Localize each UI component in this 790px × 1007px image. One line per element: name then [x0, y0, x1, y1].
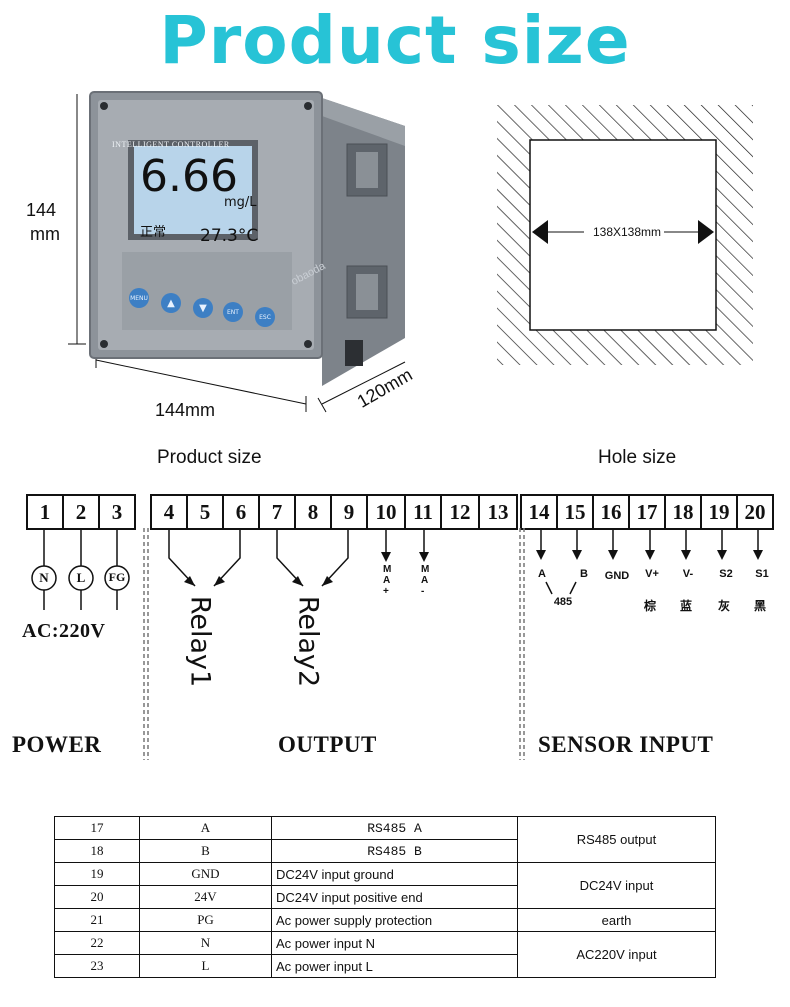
- terminal-group: DC24V input: [517, 862, 716, 909]
- table-row: 22 N Ac power input N AC220V input: [54, 931, 716, 978]
- section-power: POWER: [12, 732, 102, 757]
- sensor-label-gnd: GND: [604, 570, 630, 582]
- sensor-label-a: A: [538, 568, 546, 580]
- enter-button[interactable]: ENT: [227, 308, 239, 316]
- terminal-16: 16: [592, 494, 630, 530]
- terminal-number: 17: [54, 816, 140, 840]
- sensor-label-s1: S1: [755, 568, 769, 580]
- section-output: OUTPUT: [278, 732, 377, 757]
- terminal-11: 11: [404, 494, 442, 530]
- terminal-13: 13: [478, 494, 518, 530]
- terminal-code: N: [139, 931, 272, 955]
- table-row: 21 PG Ac power supply protection earth: [54, 908, 716, 932]
- terminal-number: 22: [54, 931, 140, 955]
- terminal-3: 3: [98, 494, 136, 530]
- terminal-function: DC24V input positive end: [271, 885, 518, 909]
- terminal-function: Ac power input N: [271, 931, 518, 955]
- terminal-10: 10: [366, 494, 406, 530]
- terminal-5: 5: [186, 494, 224, 530]
- terminal-code: GND: [139, 862, 272, 886]
- terminal-20: 20: [736, 494, 774, 530]
- terminal-7: 7: [258, 494, 296, 530]
- relay1-label: Relay1: [184, 595, 216, 688]
- terminal-19: 19: [700, 494, 738, 530]
- terminal-17: 17: [628, 494, 666, 530]
- escape-button[interactable]: ESC: [259, 313, 271, 321]
- ma-plus-label: MA+: [383, 564, 392, 597]
- table-row: 19 GND DC24V input ground DC24V input: [54, 862, 716, 909]
- reading-value: 6.66: [140, 151, 238, 202]
- terminal-function: Ac power input L: [271, 954, 518, 978]
- table-row: 23 L Ac power input L: [54, 954, 716, 978]
- terminal-1: 1: [26, 494, 64, 530]
- power-symbol-l: L: [76, 570, 86, 585]
- terminal-8: 8: [294, 494, 332, 530]
- terminal-6: 6: [222, 494, 260, 530]
- terminal-function: RS485 A: [271, 816, 518, 840]
- device-brand-label: INTELLIGENT CONTROLLER: [112, 140, 230, 149]
- menu-button[interactable]: MENU: [130, 294, 148, 302]
- wire-color-blue: 蓝: [680, 599, 693, 613]
- hole-size-drawing: [497, 105, 753, 365]
- terminal-14: 14: [520, 494, 558, 530]
- terminal-code: L: [139, 954, 272, 978]
- caption-product-size: Product size: [157, 447, 262, 468]
- terminal-4: 4: [150, 494, 188, 530]
- up-button[interactable]: ▲: [167, 297, 175, 309]
- sensor-485-label: 485: [553, 596, 573, 608]
- wire-color-gray: 灰: [718, 599, 731, 613]
- height-dimension-value: 144: [26, 200, 57, 220]
- hole-dimension-label: 138X138mm: [592, 225, 662, 239]
- caption-hole-size: Hole size: [598, 447, 677, 468]
- sensor-label-b: B: [580, 568, 588, 580]
- device-illustration: [68, 91, 406, 413]
- sensor-label-vplus: V+: [645, 568, 659, 580]
- wiring-table: 17 A RS485 A RS485 output 18 B RS485 B 1…: [54, 816, 716, 978]
- terminal-code: A: [139, 816, 272, 840]
- sensor-label-s2: S2: [719, 568, 733, 580]
- terminal-number: 20: [54, 885, 140, 909]
- terminal-group: earth: [517, 908, 716, 932]
- terminal-number: 19: [54, 862, 140, 886]
- terminal-function: RS485 B: [271, 839, 518, 863]
- power-symbol-n: N: [39, 570, 49, 585]
- down-button[interactable]: ▼: [199, 302, 207, 314]
- table-row: 18 B RS485 B: [54, 839, 716, 863]
- section-sensor-input: SENSOR INPUT: [538, 732, 714, 757]
- terminal-code: PG: [139, 908, 272, 932]
- reading-unit: mg/L: [224, 195, 257, 210]
- ma-minus-label: MA-: [421, 564, 430, 597]
- wire-color-black: 黑: [754, 599, 767, 613]
- terminal-15: 15: [556, 494, 594, 530]
- status-text: 正常: [140, 225, 167, 240]
- table-row: 17 A RS485 A RS485 output: [54, 816, 716, 863]
- power-voltage: AC:220V: [22, 620, 106, 642]
- sensor-label-vminus: V-: [682, 568, 694, 580]
- terminal-code: 24V: [139, 885, 272, 909]
- width-dimension: 144mm: [155, 400, 216, 420]
- wiring-lines: [31, 528, 763, 760]
- terminal-group: RS485 output: [517, 816, 716, 863]
- terminal-2: 2: [62, 494, 100, 530]
- terminal-group: AC220V input: [517, 931, 716, 978]
- power-symbol-fg: FG: [108, 570, 126, 584]
- terminal-number: 21: [54, 908, 140, 932]
- terminal-function: DC24V input ground: [271, 862, 518, 886]
- page-title: Product size: [159, 2, 631, 79]
- wire-color-brown: 棕: [644, 599, 657, 613]
- terminal-number: 18: [54, 839, 140, 863]
- relay2-label: Relay2: [292, 595, 324, 688]
- terminal-function: Ac power supply protection: [271, 908, 518, 932]
- terminal-code: B: [139, 839, 272, 863]
- temperature-readout: 27.3°C: [200, 226, 259, 246]
- terminal-12: 12: [440, 494, 480, 530]
- terminal-18: 18: [664, 494, 702, 530]
- terminal-9: 9: [330, 494, 368, 530]
- height-dimension-unit: mm: [30, 224, 60, 244]
- terminal-number: 23: [54, 954, 140, 978]
